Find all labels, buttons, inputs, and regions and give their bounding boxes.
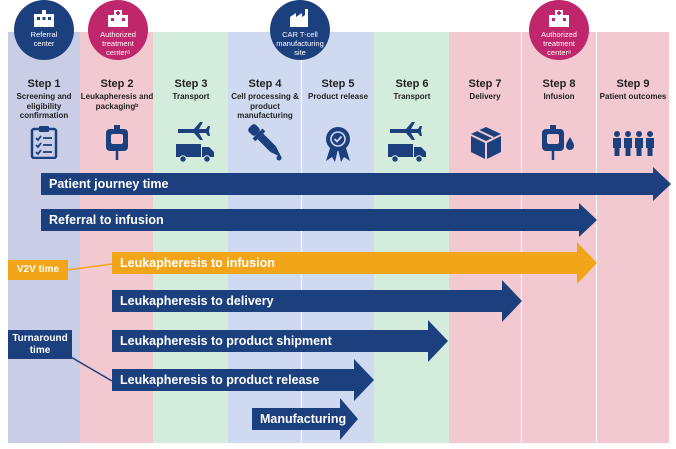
hospital-icon: [549, 10, 569, 27]
step-title: Step 9: [616, 78, 650, 90]
column-step-1-background: [8, 32, 80, 443]
leukapheresis-to-product-shipment-label: Leukapheresis to product shipment: [120, 334, 332, 348]
step-title: Step 7: [468, 78, 502, 90]
step-description: Screening and eligibility confirmation: [16, 92, 72, 120]
step-description: Leukapheresis and packagingᵇ: [80, 92, 154, 111]
column-divider: [596, 32, 597, 443]
step-description: Transport: [172, 92, 210, 101]
manufacturing-arrow: Manufacturing: [252, 398, 358, 440]
clipboard-icon: [30, 126, 58, 159]
step-description: Infusion: [543, 92, 575, 101]
people-icon: [613, 131, 654, 156]
step-title: Step 2: [100, 78, 134, 90]
leukapheresis-to-product-release-label: Leukapheresis to product release: [120, 373, 320, 387]
leukapheresis-to-infusion-arrow: Leukapheresis to infusion: [112, 242, 597, 284]
column-step-6-background: [374, 32, 449, 443]
referral-center-label: Referral center: [30, 30, 58, 48]
package-icon: [471, 127, 501, 159]
factory-icon: [290, 9, 308, 27]
car-t-manufacturing-site-label: CAR T-cell manufacturing site: [276, 30, 324, 57]
step-title: Step 6: [395, 78, 429, 90]
manufacturing-label: Manufacturing: [260, 412, 347, 426]
blood-bag-icon: [106, 125, 128, 160]
referral-center-badge: Referral center: [14, 0, 74, 60]
referral-to-infusion-arrow: Referral to infusion: [41, 203, 597, 237]
step-description: Delivery: [469, 92, 501, 101]
step-description: Cell processing & product manufacturing: [231, 92, 299, 120]
car-t-manufacturing-site-badge: CAR T-cell manufacturing site: [270, 0, 330, 60]
authorized-treatment-center-label: Authorized treatment centerᵃ: [100, 30, 136, 57]
step-title: Step 3: [174, 78, 208, 90]
award-ribbon-icon: [326, 127, 350, 162]
turnaround-time-label: Turnaround time: [8, 330, 72, 359]
v2v-time-label: V2V time: [8, 260, 68, 280]
leukapheresis-to-infusion-label: Leukapheresis to infusion: [120, 256, 275, 270]
pipette-icon: [248, 124, 282, 161]
authorized-treatment-center-label: Authorized treatment centerᵃ: [541, 30, 577, 57]
step-description: Transport: [393, 92, 431, 101]
column-divider: [521, 32, 522, 443]
leukapheresis-to-product-shipment-arrow: Leukapheresis to product shipment: [112, 320, 448, 362]
hospital-icon: [108, 10, 128, 27]
authorized-treatment-center-badge: Authorized treatment centerᵃ: [88, 0, 148, 60]
step-title: Step 4: [248, 78, 282, 90]
step-title: Step 5: [321, 78, 355, 90]
step-title: Step 1: [27, 78, 61, 90]
infusion-bag-icon: [542, 125, 574, 160]
patient-journey-time-arrow: Patient journey time: [41, 167, 671, 201]
authorized-treatment-center-badge: Authorized treatment centerᵃ: [529, 0, 589, 60]
referral-to-infusion-label: Referral to infusion: [49, 213, 164, 227]
step-description: Product release: [307, 92, 369, 101]
leukapheresis-to-delivery-label: Leukapheresis to delivery: [120, 294, 274, 308]
leukapheresis-to-product-release-arrow: Leukapheresis to product release: [112, 359, 374, 401]
leukapheresis-to-delivery-arrow: Leukapheresis to delivery: [112, 280, 522, 322]
step-title: Step 8: [542, 78, 576, 90]
column-divider: [301, 32, 302, 443]
plane-truck-icon: [388, 122, 426, 163]
building-icon: [34, 10, 54, 27]
patient-journey-time-label: Patient journey time: [49, 177, 169, 191]
plane-truck-icon: [176, 122, 214, 163]
step-description: Patient outcomes: [599, 92, 667, 101]
column-step-7-9-background: [449, 32, 669, 443]
